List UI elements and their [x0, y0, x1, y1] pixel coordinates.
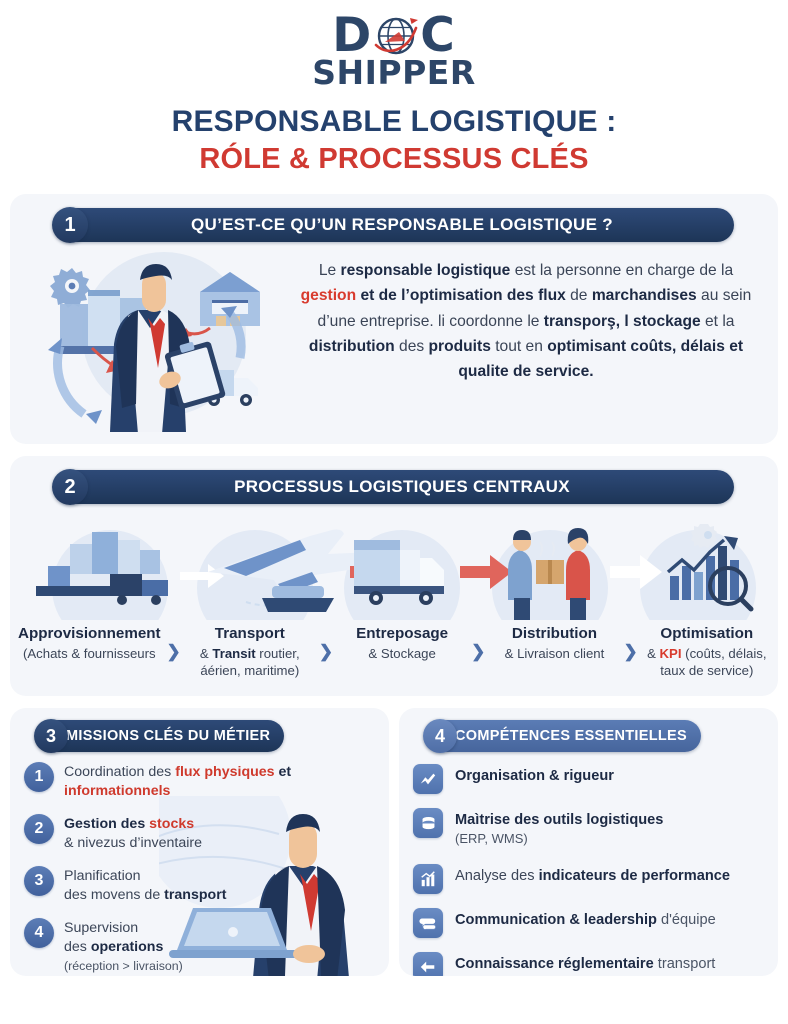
mission-item-2: 2 Gestion des stocks& nivezus d’inventai… [24, 814, 375, 853]
section-2-card: 2 PROCESSUS LOGISTIQUES CENTRAUX [10, 456, 778, 696]
brand-logo: D C SHIPPER [0, 0, 788, 92]
chevron-right-icon: ❯ [471, 642, 486, 661]
arrow-left-icon [413, 951, 443, 976]
section-2-number: 2 [52, 469, 88, 505]
process-step-2-title: Transport [214, 625, 285, 642]
supply-chain-flow-illustration [10, 510, 778, 646]
skill-item-1-text: Organisation & rigueur [455, 768, 614, 784]
skill-item-4: Communication & leadership d'équipe [413, 907, 764, 938]
process-step-4-sub: & Livraison client [504, 646, 605, 662]
process-step-2: Transport & Transit routier, áérien, mar… [185, 624, 315, 680]
mission-item-3-number: 3 [24, 866, 54, 897]
section-2-header: 2 PROCESSUS LOGISTIQUES CENTRAUX [52, 469, 734, 505]
globe-plane-icon [373, 12, 419, 58]
plane-ship-icon [208, 529, 374, 612]
process-step-5-sub: & KPI (coûts, délais, taux de service) [647, 646, 767, 679]
process-step-5-title: Optimisation [660, 625, 754, 642]
skill-item-2: Maìtrise des outils logistiques(ERP, WMS… [413, 808, 764, 850]
logo-letter-d: D [332, 7, 373, 63]
section-2-steps: Approvisionnement (Achats & fournisseurs… [10, 620, 778, 680]
checkmark-mountain-icon [413, 764, 443, 794]
gear-icon [50, 268, 90, 308]
process-step-3-sub: & Stockage [368, 646, 436, 662]
section-4-heading: COMPÉTENCES ESSENTIELLES [455, 728, 687, 744]
section-3-heading: MISSIONS CLÉS DU MÉTIER [66, 728, 271, 744]
skill-item-1: Organisation & rigueur [413, 764, 764, 794]
delivery-handoff-icon [508, 528, 590, 620]
mission-item-4-number: 4 [24, 918, 54, 949]
skill-item-5: Connaissance réglementaire transport [413, 951, 764, 976]
section-3-header: 3 MISSIONS CLÉS DU MÉTIER [34, 719, 285, 753]
section-3-card: 3 MISSIONS CLÉS DU MÉTIER [10, 708, 389, 976]
logo-wordmark: SHIPPER [312, 53, 476, 92]
section-1-number: 1 [52, 207, 88, 243]
section-3-number: 3 [34, 719, 68, 753]
process-step-4-title: Distribution [511, 625, 598, 642]
process-step-1-sub: (Achats & fournisseurs [22, 646, 156, 662]
chevron-right-icon: ❯ [623, 642, 638, 661]
mission-item-1-number: 1 [24, 762, 54, 792]
logistics-manager-illustration [24, 242, 282, 434]
section-4-number: 4 [423, 719, 457, 753]
process-step-1: Approvisionnement (Achats & fournisseurs [16, 624, 163, 662]
chevron-right-icon: ❯ [166, 642, 181, 661]
section-4-header: 4 COMPÉTENCES ESSENTIELLES [423, 719, 701, 753]
process-step-5: Optimisation & KPI (coûts, délais, taux … [642, 624, 772, 680]
section-1-card: 1 QU’EST-CE QU’UN RESPONSABLE LOGISTIQUE… [10, 194, 778, 444]
mission-item-2-text: Gestion des stocks& nivezus d’inventaire [64, 816, 203, 852]
process-step-2-sub: & Transit routier, áérien, maritime) [199, 646, 300, 679]
analytics-chart-icon [666, 524, 754, 612]
process-step-4: Distribution & Livraison client [489, 624, 619, 662]
bottom-section-row: 3 MISSIONS CLÉS DU MÉTIER [10, 708, 778, 976]
section-1-paragraph-source [319, 258, 320, 259]
section-4-card: 4 COMPÉTENCES ESSENTIELLES Organisation … [399, 708, 778, 976]
bar-chart-icon [413, 863, 443, 894]
title-line-1: RESPONSABLE LOGISTIQUE : [171, 105, 617, 138]
logo-letter-c: C [420, 7, 456, 63]
process-step-3: Entreposage & Stockage [337, 624, 467, 662]
skill-item-3: Analyse des indicateurs de performance [413, 863, 764, 894]
skill-item-2-text: Maìtrise des outils logistiques(ERP, WMS… [455, 812, 664, 847]
skill-item-3-text: Analyse des indicateurs de performance [455, 867, 730, 884]
section-1-heading: QU’EST-CE QU’UN RESPONSABLE LOGISTIQUE ? [191, 215, 613, 234]
title-line-2: RÓLE & PROCESSUS CLÉS [199, 143, 589, 175]
logo-top-row: D C [332, 10, 456, 60]
mission-item-1: 1 Coordination des flux physiques et inf… [24, 762, 375, 801]
section-1-paragraph: Le responsable logistique est la personn… [282, 242, 764, 432]
mission-item-2-number: 2 [24, 814, 54, 845]
truck-icon [354, 540, 444, 605]
section-2-heading: PROCESSUS LOGISTIQUES CENTRAUX [234, 477, 570, 496]
process-step-1-title: Approvisionnement [18, 625, 161, 642]
database-icon [413, 808, 443, 838]
paragraph-rendered: Le responsable logistique est la personn… [300, 262, 752, 380]
chevron-right-icon: ❯ [318, 642, 334, 661]
section-1-body: Le responsable logistique est la personn… [10, 242, 778, 434]
skill-item-5-text: Connaissance réglementaire transport [455, 955, 716, 972]
mission-item-1-text: Coordination des flux physiques et infor… [64, 764, 292, 800]
skill-item-4-text: Communication & leadership d'équipe [455, 911, 716, 928]
section-1-header: 1 QU’EST-CE QU’UN RESPONSABLE LOGISTIQUE… [52, 207, 734, 243]
page-title: RESPONSABLE LOGISTIQUE : RÓLE & PROCESSU… [0, 105, 788, 176]
process-step-3-title: Entreposage [356, 625, 449, 642]
section-3-items: 1 Coordination des flux physiques et inf… [10, 752, 389, 976]
warehouse-boxes-icon [36, 532, 168, 605]
speech-bubbles-icon [413, 907, 443, 938]
section-4-items: Organisation & rigueur Maìtrise des outi… [399, 752, 778, 976]
